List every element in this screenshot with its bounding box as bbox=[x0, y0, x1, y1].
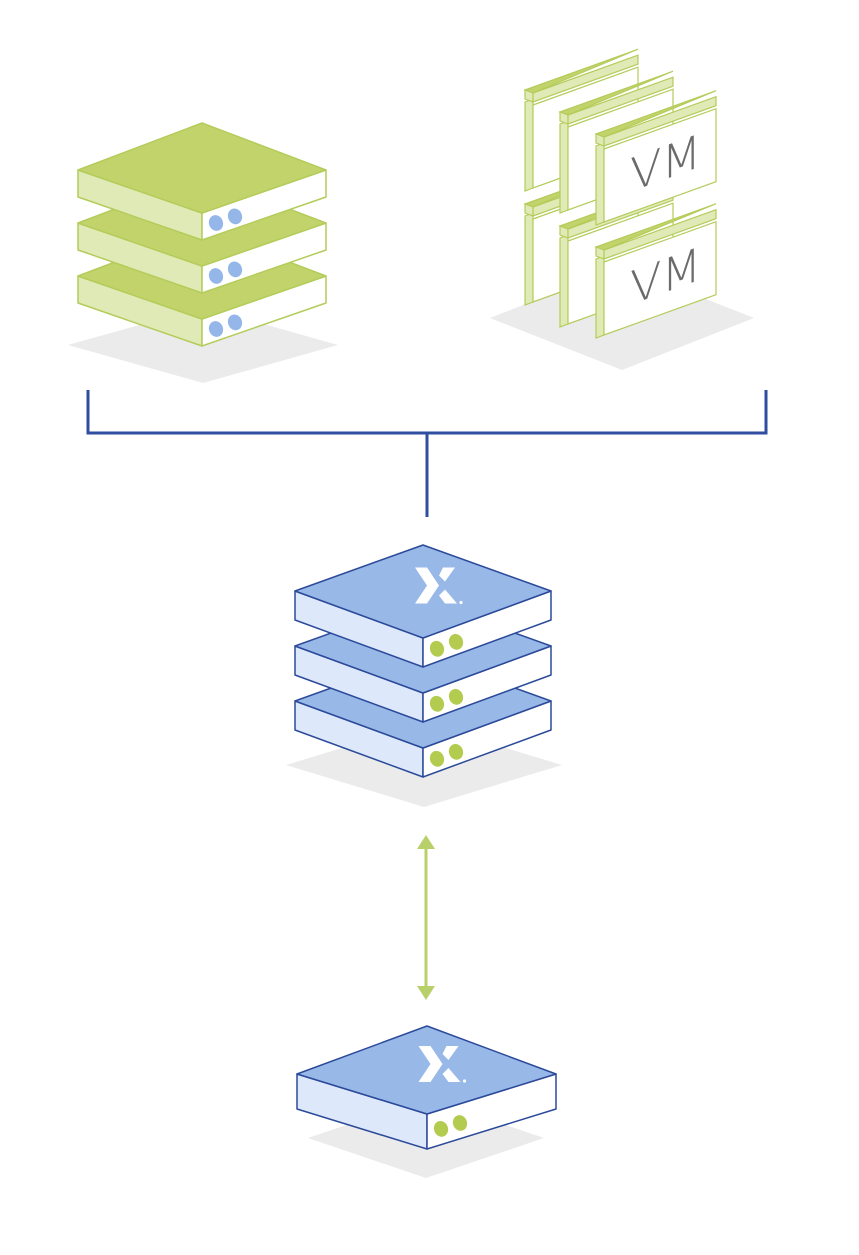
vm-panel-edge bbox=[559, 234, 569, 328]
status-led-icon-2 bbox=[227, 208, 243, 225]
physical-server-stack bbox=[77, 122, 327, 347]
status-led-icon-1 bbox=[208, 321, 224, 337]
vm-titlebar-face bbox=[603, 208, 717, 260]
server-top-face bbox=[77, 122, 327, 214]
nutanix-logo-icon bbox=[418, 1046, 467, 1083]
status-led-icon-2 bbox=[448, 688, 464, 705]
server-unit-1 bbox=[296, 1025, 557, 1150]
status-led-icon-2 bbox=[448, 743, 464, 760]
vm-panel-front-upper bbox=[594, 90, 717, 226]
vm-panel-edge bbox=[595, 255, 605, 339]
vm-titlebar-face bbox=[567, 76, 674, 125]
status-led-icon-1 bbox=[429, 640, 445, 657]
status-led-icon-2 bbox=[448, 633, 464, 650]
logo-dot bbox=[459, 600, 463, 605]
status-led-icon-2 bbox=[227, 261, 243, 278]
logo-stroke-upper bbox=[439, 567, 455, 582]
bidirectional-arrow bbox=[417, 835, 435, 1000]
vm-panel-edge bbox=[559, 120, 569, 214]
status-led-icon-1 bbox=[429, 750, 445, 767]
vm-panel-edge bbox=[595, 142, 605, 226]
logo-stroke-lower bbox=[442, 1068, 461, 1082]
connectors-layer bbox=[86, 390, 768, 517]
status-led-icon-1 bbox=[433, 1121, 449, 1137]
vm-panel-front-lower bbox=[594, 203, 717, 339]
status-led-icon-2 bbox=[227, 314, 243, 331]
nutanix-logo-icon bbox=[415, 567, 463, 605]
status-led-icon-1 bbox=[429, 695, 445, 712]
arrow-head-up-icon bbox=[417, 835, 435, 849]
connector-bracket-line bbox=[86, 390, 768, 435]
nutanix-cluster-stack bbox=[294, 544, 552, 778]
status-led-icon-1 bbox=[208, 268, 224, 284]
vm-titlebar-face bbox=[532, 54, 639, 103]
logo-chevron-left bbox=[415, 567, 439, 604]
vm-titlebar-face bbox=[603, 95, 717, 147]
logo-stroke-upper bbox=[442, 1046, 459, 1060]
vm-panel-edge bbox=[524, 212, 534, 306]
nutanix-single-node bbox=[296, 1025, 557, 1150]
logo-chevron-left bbox=[418, 1046, 443, 1082]
logo-dot bbox=[462, 1079, 467, 1083]
server-unit-1 bbox=[77, 122, 327, 241]
vm-window-face bbox=[603, 220, 717, 336]
server-unit-1 bbox=[294, 544, 552, 668]
vm-panel-edge bbox=[524, 98, 534, 192]
logo-stroke-lower bbox=[439, 589, 457, 604]
status-led-icon-2 bbox=[452, 1115, 468, 1131]
status-led-icon-1 bbox=[208, 215, 224, 231]
arrow-head-down-icon bbox=[417, 986, 435, 1000]
vm-window-face bbox=[603, 107, 717, 223]
